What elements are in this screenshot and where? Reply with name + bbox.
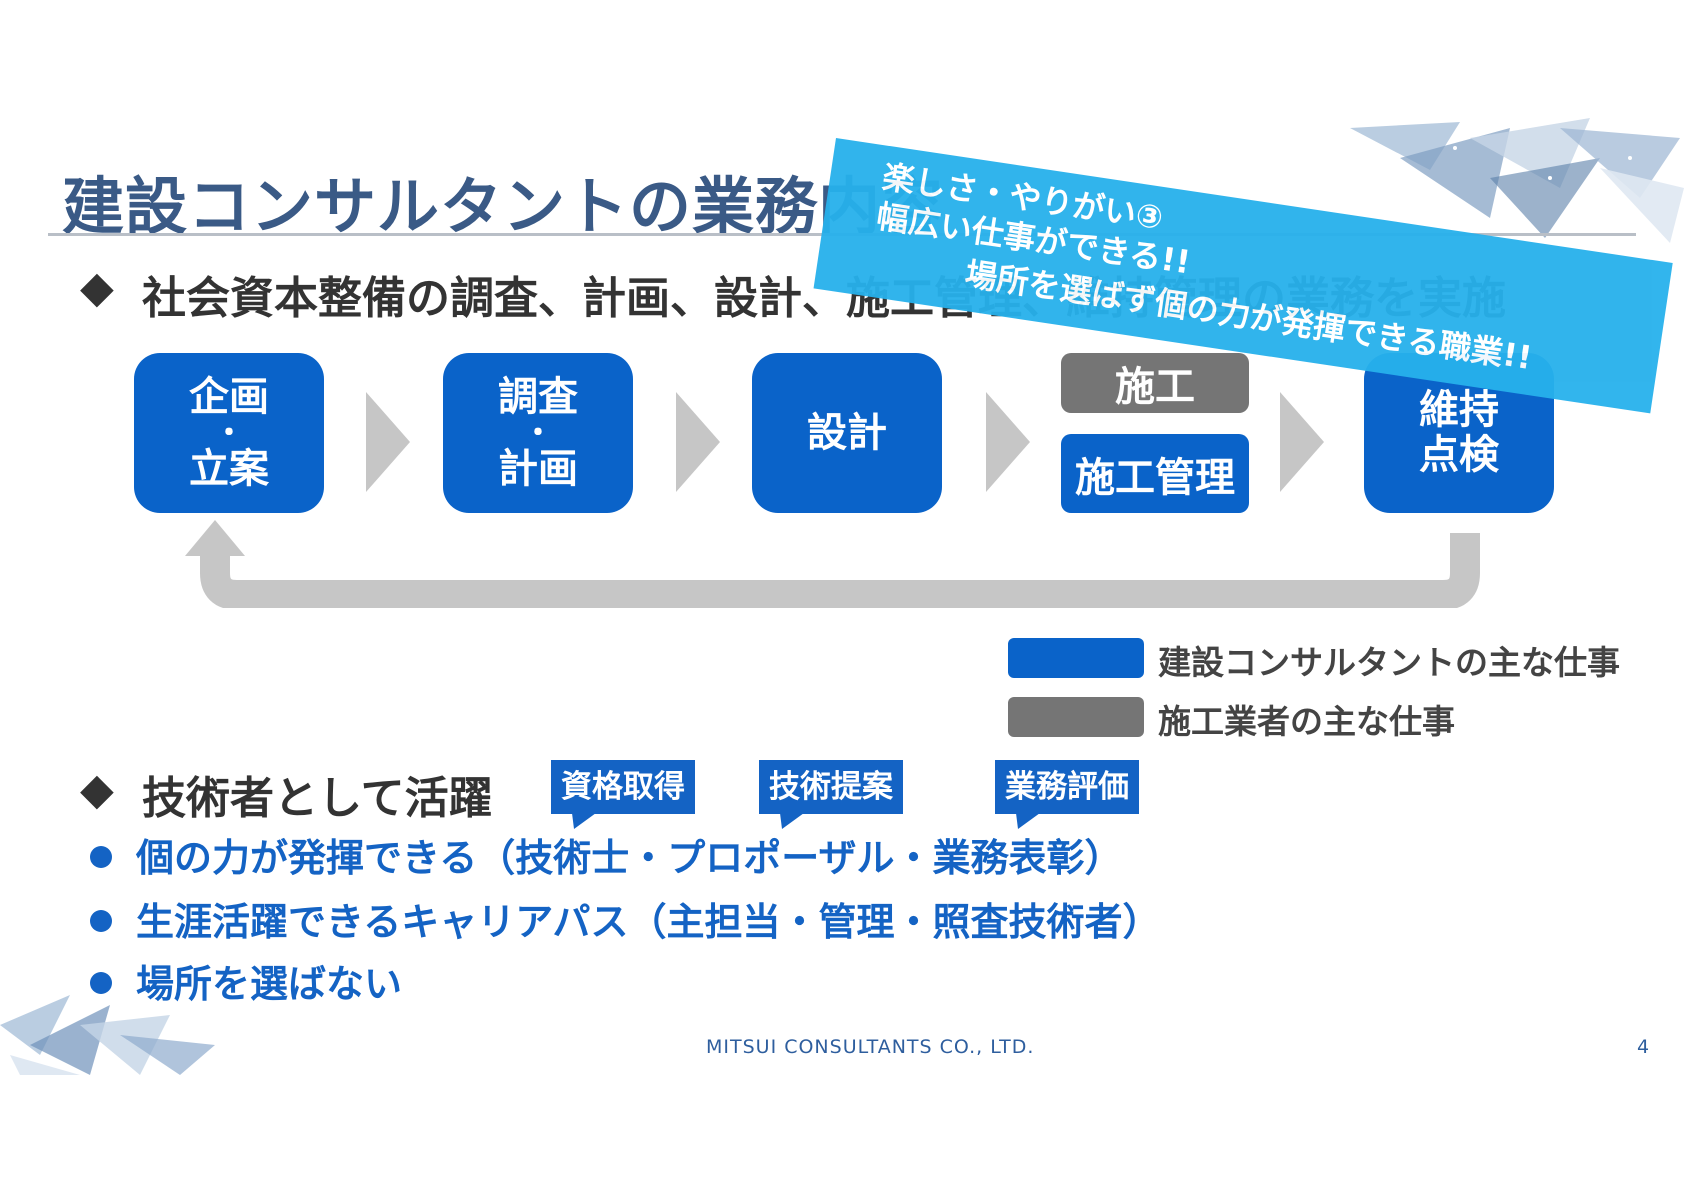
callout-work-evaluation: 業務評価 (995, 760, 1139, 814)
step-construction-management: 施工管理 (1061, 434, 1249, 513)
callout-qualification: 資格取得 (551, 760, 695, 814)
list-item-text: 個の力が発揮できる（技術士・プロポーザル・業務表彰） (136, 836, 1123, 880)
list-item: 生涯活躍できるキャリアパス（主担当・管理・照査技術者） (90, 891, 1160, 946)
step-survey-dot: ・ (523, 415, 553, 451)
step-maintenance-line2: 点検 (1419, 432, 1499, 478)
chevron-right-icon (1280, 392, 1324, 492)
section2-heading: 技術者として活躍 (142, 773, 493, 824)
step-planning-dot: ・ (214, 415, 244, 451)
step-survey-line1: 調査 (498, 373, 578, 420)
slide-title: 建設コンサルタントの業務内容 (62, 170, 945, 243)
step-planning-line2: 立案 (189, 445, 269, 492)
bullet-dot-icon (90, 909, 112, 932)
section1-bullet-icon: ◆ (80, 262, 114, 313)
legend-swatch-contractor (1008, 697, 1144, 737)
step-planning: 企画 ・ 立案 (134, 353, 324, 513)
step-maintenance-line1: 維持 (1419, 387, 1499, 434)
section2-bullet-icon: ◆ (80, 764, 114, 815)
legend-swatch-consultant (1008, 638, 1144, 678)
footer-company-name: MITSUI CONSULTANTS CO., LTD. (706, 1036, 1035, 1058)
list-item-text: 場所を選ばない (136, 962, 403, 1006)
step-design: 設計 (752, 353, 942, 513)
chevron-right-icon (366, 392, 410, 492)
decorative-polygon-art-bottom (0, 995, 215, 1075)
list-item: 場所を選ばない (90, 953, 402, 1008)
list-item-text: 生涯活躍できるキャリアパス（主担当・管理・照査技術者） (136, 900, 1161, 944)
legend-label-consultant: 建設コンサルタントの主な仕事 (1158, 643, 1620, 682)
chevron-right-icon (676, 392, 720, 492)
banner-line3: 場所を選ばず個の力が発揮できる職業!! (962, 254, 1535, 378)
callout-pointer (572, 813, 596, 829)
callout-technical-proposal: 技術提案 (759, 760, 903, 814)
page-number: 4 (1637, 1036, 1650, 1058)
cycle-return-arrow (185, 520, 1480, 608)
step-design-label: 設計 (807, 409, 887, 456)
callout-pointer (1016, 813, 1040, 829)
decorative-polygon-art-top (1350, 118, 1684, 243)
step-construction: 施工 (1061, 353, 1249, 413)
chevron-right-icon (986, 392, 1030, 492)
legend-label-contractor: 施工業者の主な仕事 (1158, 702, 1455, 741)
step-survey-line2: 計画 (498, 445, 578, 492)
list-item: 個の力が発揮できる（技術士・プロポーザル・業務表彰） (90, 827, 1122, 882)
bullet-dot-icon (90, 845, 112, 868)
step-planning-line1: 企画 (189, 373, 269, 420)
callout-pointer (780, 813, 804, 829)
bullet-dot-icon (90, 971, 112, 994)
step-survey: 調査 ・ 計画 (443, 353, 633, 513)
